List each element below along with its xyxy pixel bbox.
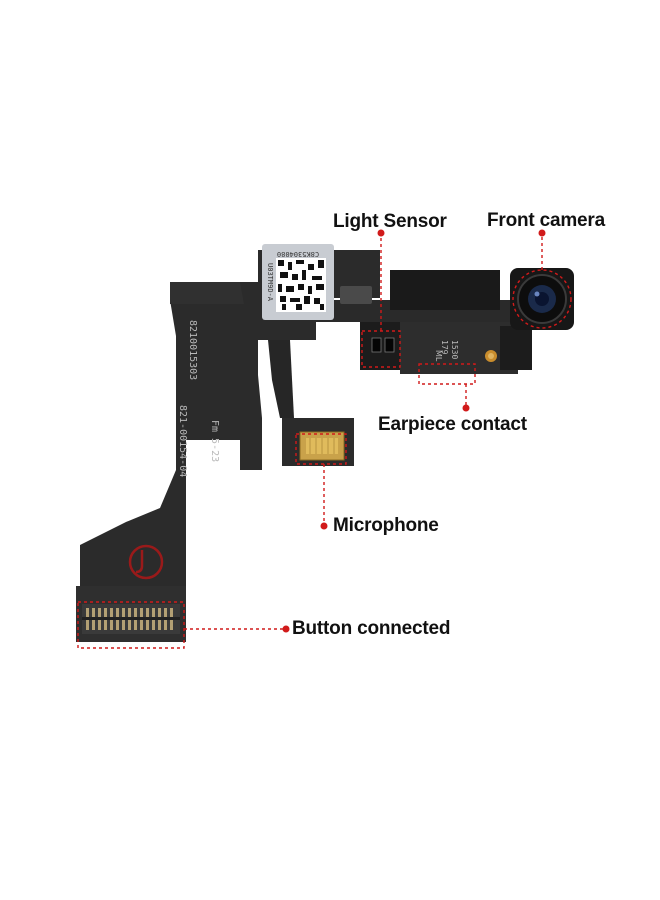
button-connector [82,604,180,634]
module-code-2: 179 [440,340,449,355]
sticker-code-side: U03TM9D-A [266,263,274,302]
module-code-1: 1530 [450,340,459,359]
qr-sticker: C8K5304080 U03TM9D-A [262,244,334,320]
earpiece-module [400,322,532,374]
board-stamp: Fm 5-23 [209,420,220,462]
front-camera-label: Front camera [487,210,605,231]
sticker-code-top: C8K5304080 [277,250,319,258]
board-part-number: 8210015303 [187,320,198,380]
microphone-highlight [295,433,347,465]
annotation-dots [282,229,546,633]
earpiece-contact-label: Earpiece contact [378,414,527,435]
annotations [77,234,572,649]
light-sensor-module [340,270,500,370]
board-logo [128,544,164,580]
front-camera-highlight [512,269,572,329]
microphone-label: Microphone [333,515,439,536]
light-sensor-label: Light Sensor [333,211,447,232]
microphone-component [282,418,354,466]
front-camera-module [510,268,574,330]
connector-highlight [77,601,185,649]
board-part-number-2: 821-00154-04 [177,405,188,477]
button-connected-label: Button connected [292,618,451,639]
earpiece-highlight [418,363,476,385]
module-mark: ML [434,350,443,362]
